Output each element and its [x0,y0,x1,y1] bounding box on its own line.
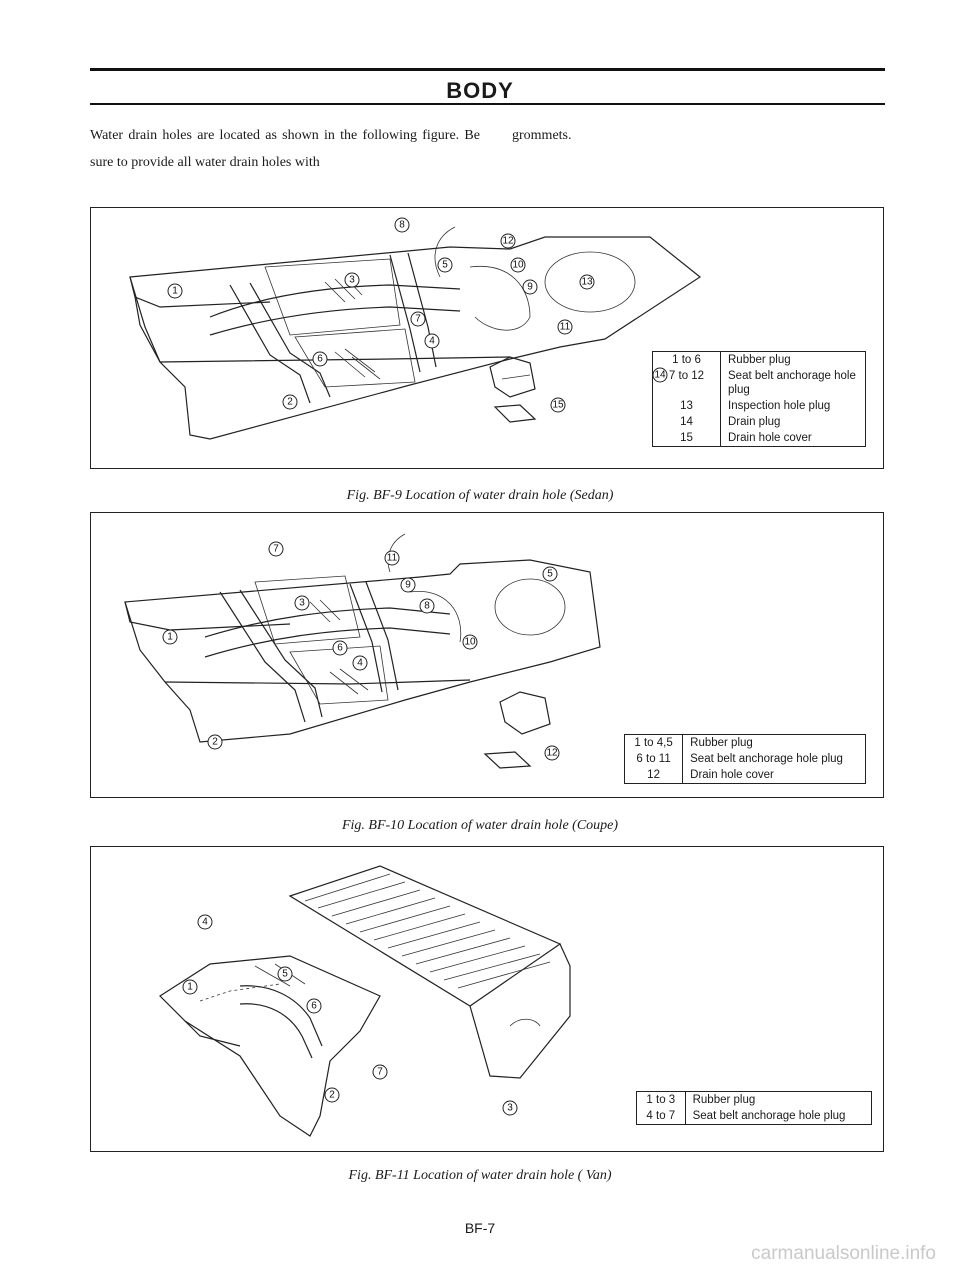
svg-text:2: 2 [287,397,293,408]
callout-12: 12 [500,233,516,249]
figure-caption-coupe: Fig. BF-10 Location of water drain hole … [341,818,619,833]
callout-13: 13 [579,274,595,290]
svg-text:2: 2 [212,737,218,748]
callout-2: 2 [207,734,223,750]
callout-7: 7 [410,311,426,327]
svg-text:3: 3 [507,1103,513,1114]
svg-text:15: 15 [552,400,564,411]
svg-text:10: 10 [512,260,524,271]
callout-1: 1 [162,629,178,645]
svg-text:4: 4 [357,658,363,669]
callout-2: 2 [282,394,298,410]
figure-panel-sedan [90,207,884,469]
callout-6: 6 [306,998,322,1014]
intro-text-continued: grommets. [512,128,572,143]
svg-text:7: 7 [377,1067,383,1078]
callout-9: 9 [400,577,416,593]
header-rule-top [90,68,885,71]
svg-text:6: 6 [337,643,343,654]
callout-7: 7 [372,1064,388,1080]
callout-15: 15 [550,397,566,413]
callout-3: 3 [344,272,360,288]
callout-8: 8 [419,598,435,614]
svg-text:6: 6 [311,1001,317,1012]
svg-text:3: 3 [349,275,355,286]
sedan-floor-diagram: 1 2 3 4 5 6 7 8 9 10 11 12 13 14 15 [129,217,702,440]
svg-text:11: 11 [560,322,571,333]
callout-12: 12 [544,745,560,761]
callout-10: 10 [462,634,478,650]
svg-text:1: 1 [167,632,173,643]
svg-text:11: 11 [387,553,398,564]
callout-3: 3 [502,1100,518,1116]
figure-panel-van [90,846,884,1152]
svg-text:3: 3 [299,598,305,609]
svg-text:4: 4 [429,336,435,347]
svg-text:9: 9 [405,580,411,591]
svg-text:5: 5 [282,969,288,980]
callout-6: 6 [312,351,328,367]
callout-11: 11 [384,550,400,566]
figure-caption-van: Fig. BF-11 Location of water drain hole … [348,1168,612,1183]
callout-2: 2 [324,1087,340,1103]
callout-4: 4 [352,655,368,671]
figure-panel-coupe [90,512,884,798]
header-rule-bottom [90,103,885,105]
svg-text:9: 9 [527,282,533,293]
van-floor-diagram: 1 2 3 4 5 6 7 [159,865,571,1137]
page-number: BF-7 [464,1220,496,1236]
callout-5: 5 [542,566,558,582]
svg-text:1: 1 [172,286,178,297]
callout-9: 9 [522,279,538,295]
page-title: BODY [446,78,514,103]
callout-11: 11 [557,319,573,335]
callout-4: 4 [197,914,213,930]
callout-1: 1 [167,283,183,299]
svg-text:2: 2 [329,1090,335,1101]
coupe-callouts: 1 2 3 4 5 6 7 8 9 10 11 12 [162,541,560,761]
svg-text:5: 5 [547,569,553,580]
figure-caption-sedan: Fig. BF-9 Location of water drain hole (… [346,488,614,503]
svg-text:5: 5 [442,260,448,271]
svg-text:1: 1 [187,982,193,993]
callout-10: 10 [510,257,526,273]
svg-text:7: 7 [415,314,421,325]
callout-7: 7 [268,541,284,557]
watermark: carmanualsonline.info [751,1243,936,1264]
callout-3: 3 [294,595,310,611]
coupe-floor-diagram: 1 2 3 4 5 6 7 8 9 10 11 12 [124,533,601,769]
svg-text:4: 4 [202,917,208,928]
callout-5: 5 [437,257,453,273]
callout-4: 4 [424,333,440,349]
svg-text:8: 8 [424,601,430,612]
svg-text:13: 13 [581,277,593,288]
van-callouts: 1 2 3 4 5 6 7 [182,914,518,1116]
svg-text:12: 12 [546,748,558,759]
svg-text:10: 10 [464,637,476,648]
intro-text: Water drain holes are located as shown i… [90,128,480,170]
svg-text:7: 7 [273,544,279,555]
callout-6: 6 [332,640,348,656]
callout-5: 5 [277,966,293,982]
svg-text:8: 8 [399,220,405,231]
svg-text:6: 6 [317,354,323,365]
callout-8: 8 [394,217,410,233]
callout-1: 1 [182,979,198,995]
svg-text:12: 12 [502,236,514,247]
